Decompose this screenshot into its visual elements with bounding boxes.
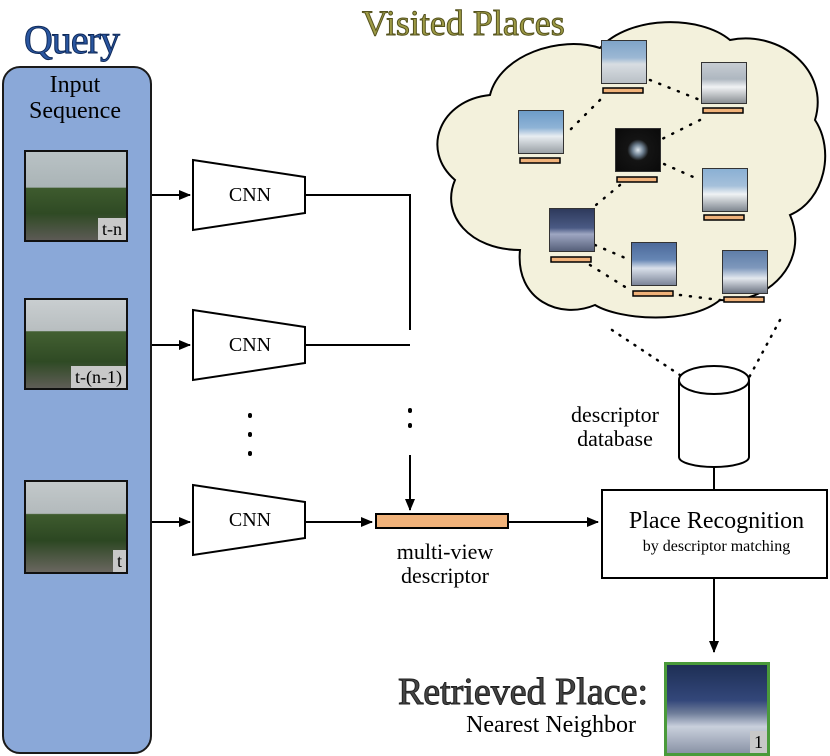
place-thumbnail <box>702 168 748 212</box>
place-thumbnail <box>518 110 564 154</box>
cnn-label-1: CNN <box>228 184 272 206</box>
frame-tag: t-n <box>98 218 126 240</box>
multiview-descriptor-bar <box>375 513 509 529</box>
place-thumbnail <box>615 128 661 172</box>
input-sequence-label: Input Sequence <box>29 72 121 124</box>
multiview-descriptor-label: multi-view descriptor <box>396 539 494 588</box>
input-frame-t-n: t-n <box>24 150 128 242</box>
retrieved-place-subtitle: Nearest Neighbor <box>466 712 636 738</box>
place-descriptor-bars <box>519 87 765 303</box>
place-recognition-box <box>601 489 828 579</box>
input-frame-t-n-1: t-(n-1) <box>24 298 128 390</box>
cnn-block-1 <box>192 158 306 232</box>
place-graph-links <box>568 78 722 302</box>
database-icon <box>678 365 750 468</box>
input-frame-t: t <box>24 480 128 574</box>
cnn-label-2: CNN <box>228 334 272 356</box>
place-recognition-subtitle: by descriptor matching <box>642 538 791 555</box>
place-thumbnail <box>631 242 677 286</box>
place-thumbnail <box>601 40 647 84</box>
cnn-block-3 <box>192 483 306 557</box>
cnn-block-2 <box>192 308 306 382</box>
frame-tag: t-(n-1) <box>71 366 126 388</box>
query-title: Query <box>24 17 121 63</box>
place-thumbnail <box>549 208 595 252</box>
place-thumbnail <box>722 250 768 294</box>
place-recognition-title: Place Recognition <box>628 508 805 534</box>
cloud-to-db-link-right <box>743 318 782 387</box>
place-thumbnail <box>701 62 747 104</box>
descriptor-database-label: descriptor database <box>571 402 659 451</box>
cnn1-output-line <box>305 194 411 330</box>
frame-tag: t <box>112 550 126 572</box>
cnn-label-3: CNN <box>228 509 272 531</box>
visited-places-title: Visited Places <box>362 3 566 44</box>
retrieved-place-image: 1 <box>664 662 770 756</box>
rank-badge: 1 <box>750 731 767 753</box>
retrieved-place-title: Retrieved Place: <box>397 671 648 713</box>
